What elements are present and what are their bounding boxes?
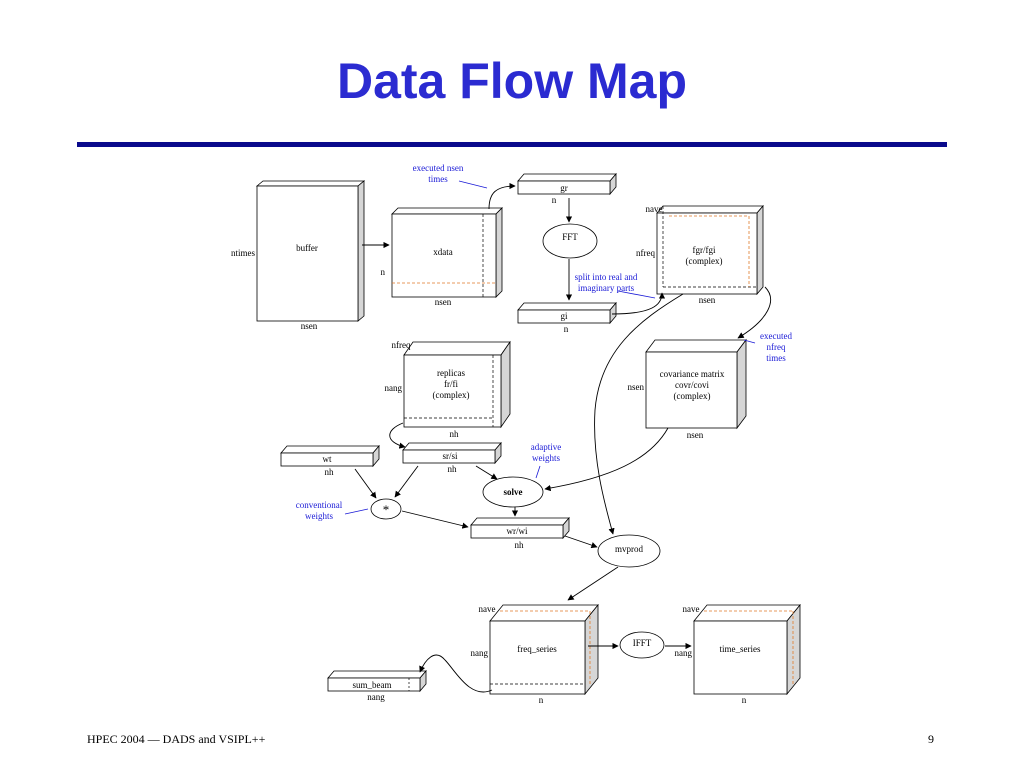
- buffer-block: buffer ntimes nsen: [231, 180, 366, 331]
- time-series-dim-bottom: n: [742, 695, 747, 705]
- arrow-wt-multiply: [354, 468, 377, 499]
- covariance-label: covariance matrix: [660, 369, 725, 379]
- sr-si-dim-bottom: nh: [448, 464, 458, 474]
- wr-wi-block: wr/wi nh: [470, 516, 570, 550]
- mvprod-node: mvprod: [597, 534, 661, 568]
- xdata-label: xdata: [433, 247, 453, 257]
- arrow-srsi-multiply: [394, 465, 419, 498]
- wr-wi-label: wr/wi: [507, 526, 528, 536]
- freq-series-block: freq_series nave nang n: [471, 603, 599, 705]
- fgr-fgi-label: fgr/fgi: [693, 245, 716, 255]
- annotation-split-2: imaginary parts: [578, 283, 635, 293]
- gi-label: gi: [560, 311, 568, 321]
- freq-series-dim-left: nang: [471, 648, 489, 658]
- covariance-complex-label: (complex): [674, 391, 711, 401]
- fgr-fgi-complex-label: (complex): [686, 256, 723, 266]
- sum-beam-label: sum_beam: [353, 680, 392, 690]
- xdata-dim-left: n: [381, 267, 386, 277]
- multiply-label: *: [383, 502, 390, 517]
- gi-block: gi n: [517, 301, 617, 334]
- ifft-label: IFFT: [633, 638, 652, 648]
- annotation-adaptive-2: weights: [532, 453, 560, 463]
- annotation-exec-nfreq: executed: [760, 331, 792, 341]
- sr-si-label: sr/si: [442, 451, 458, 461]
- page-number: 9: [928, 732, 934, 746]
- wt-label: wt: [323, 454, 332, 464]
- wr-wi-dim-bottom: nh: [515, 540, 525, 550]
- xdata-dim-bottom: nsen: [435, 297, 452, 307]
- slide-title: Data Flow Map: [336, 53, 688, 109]
- arrow-wrwi-mvprod: [564, 535, 598, 549]
- replicas-block: replicas fr/fi (complex) nfreq nang nh: [385, 340, 511, 439]
- fgr-fgi-block: fgr/fgi (complex) nave nfreq nsen: [636, 204, 764, 305]
- replicas-dim-bottom: nh: [450, 429, 460, 439]
- replicas-fr-fi-label: fr/fi: [444, 379, 458, 389]
- time-series-dim-left: nang: [675, 648, 693, 658]
- wt-block: wt nh: [280, 444, 380, 477]
- time-series-label: time_series: [720, 644, 761, 654]
- freq-series-dim-bottom: n: [539, 695, 544, 705]
- covariance-dim-left: nsen: [628, 382, 645, 392]
- arrow-fgr-covariance: [737, 286, 771, 339]
- arrow-multiply-wrwi: [401, 510, 469, 529]
- arrow-mvprod-freq: [567, 566, 619, 601]
- annotation-leaders: [344, 180, 756, 515]
- solve-node: solve: [482, 476, 544, 508]
- arrow-gi-fgr: [611, 292, 666, 315]
- sr-si-block: sr/si nh: [402, 441, 502, 474]
- annotation-adaptive: adaptive: [531, 442, 562, 452]
- freq-series-dim-top: nave: [479, 604, 496, 614]
- mvprod-label: mvprod: [615, 544, 643, 554]
- covariance-block: covariance matrix covr/covi (complex) ns…: [628, 338, 747, 440]
- gi-dim-bottom: n: [564, 324, 569, 334]
- annotation-split: split into real and: [575, 272, 638, 282]
- annotation-conventional: conventional: [296, 500, 343, 510]
- gr-label: gr: [560, 183, 568, 193]
- annotation-exec-nsen-times: times: [428, 174, 448, 184]
- solve-label: solve: [504, 487, 523, 497]
- flow-arrows: [354, 182, 771, 693]
- time-series-dim-top: nave: [683, 604, 700, 614]
- buffer-dim-bottom: nsen: [301, 321, 318, 331]
- covariance-dim-bottom: nsen: [687, 430, 704, 440]
- annotations: executed nsen times split into real and …: [296, 163, 793, 521]
- title-rule: [77, 142, 947, 147]
- sum-beam-block: sum_beam nang: [327, 669, 427, 702]
- fft-label: FFT: [562, 232, 578, 242]
- annotation-exec-nfreq-2: nfreq: [767, 342, 786, 352]
- arrow-freq-sumbeam: [419, 654, 493, 693]
- arrow-fgr-mvprod: [594, 293, 684, 535]
- fgr-fgi-dim-bottom: nsen: [699, 295, 716, 305]
- sum-beam-dim-bottom: nang: [367, 692, 385, 702]
- fft-node: FFT: [542, 223, 598, 259]
- ifft-node: IFFT: [619, 631, 665, 659]
- gr-block: gr n: [517, 172, 617, 205]
- annotation-exec-nfreq-3: times: [766, 353, 786, 363]
- replicas-dim-left: nang: [385, 383, 403, 393]
- replicas-complex-label: (complex): [433, 390, 470, 400]
- arrow-replicas-srsi: [389, 422, 406, 449]
- covariance-covr-label: covr/covi: [675, 380, 709, 390]
- freq-series-label: freq_series: [517, 644, 557, 654]
- arrow-srsi-solve: [475, 465, 498, 480]
- footer-text: HPEC 2004 — DADS and VSIPL++: [87, 732, 266, 746]
- replicas-label: replicas: [437, 368, 465, 378]
- wt-dim-bottom: nh: [325, 467, 335, 477]
- arrow-covariance-solve: [544, 427, 669, 492]
- fgr-fgi-dim-left: nfreq: [636, 248, 655, 258]
- xdata-block: xdata n nsen: [381, 207, 503, 307]
- time-series-block: time_series nave nang n: [675, 603, 801, 705]
- buffer-dim-left: ntimes: [231, 248, 255, 258]
- annotation-exec-nsen: executed nsen: [413, 163, 464, 173]
- replicas-dim-top: nfreq: [392, 340, 411, 350]
- multiply-node: *: [370, 498, 402, 520]
- gr-dim-bottom: n: [552, 195, 557, 205]
- fgr-fgi-dim-top: nave: [646, 204, 663, 214]
- annotation-conventional-2: weights: [305, 511, 333, 521]
- arrow-xdata-gr: [488, 182, 516, 210]
- buffer-label: buffer: [296, 243, 318, 253]
